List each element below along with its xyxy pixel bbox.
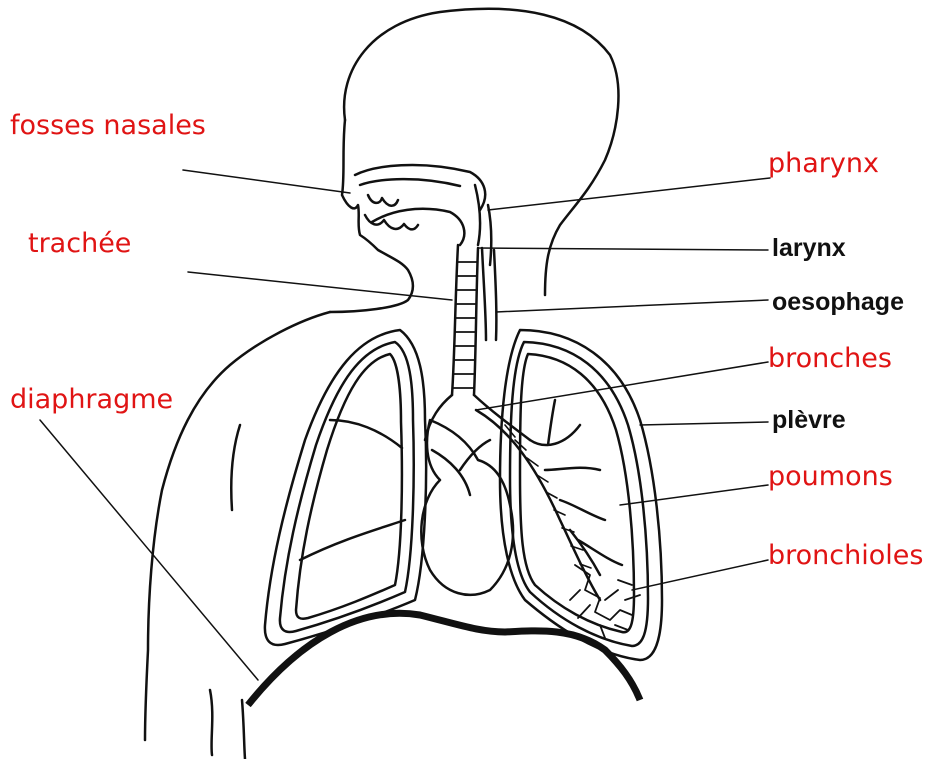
face-profile bbox=[330, 120, 413, 312]
leader-larynx bbox=[478, 248, 768, 250]
label-fosses-nasales: fosses nasales bbox=[10, 112, 206, 139]
leader-pharynx bbox=[488, 178, 770, 210]
leader-oesophage bbox=[496, 300, 768, 312]
bronchus-left bbox=[425, 395, 530, 440]
label-bronchioles: bronchioles bbox=[768, 542, 923, 569]
label-oesophage: oesophage bbox=[772, 290, 904, 315]
label-bronches: bronches bbox=[768, 345, 892, 372]
torso-left-line bbox=[210, 690, 212, 755]
shoulder-left bbox=[145, 312, 330, 740]
leader-plevre bbox=[640, 422, 768, 425]
arm-inner bbox=[231, 425, 240, 510]
label-pharynx: pharynx bbox=[768, 150, 879, 177]
lung-left-outer bbox=[500, 330, 662, 660]
label-diaphragme: diaphragme bbox=[10, 386, 173, 413]
trachea-wall-left bbox=[452, 245, 458, 395]
bronchus-right-tree bbox=[476, 400, 622, 600]
heart-vessels bbox=[432, 440, 490, 495]
label-plevre: plèvre bbox=[772, 408, 846, 433]
leader-fosses-nasales bbox=[183, 170, 350, 193]
lung-right-middle bbox=[280, 342, 414, 632]
lung-right-inner bbox=[296, 354, 402, 619]
leader-bronches bbox=[476, 362, 768, 410]
trachea-wall-right bbox=[474, 248, 478, 395]
nasal-cavity-floor bbox=[360, 179, 460, 186]
label-poumons: poumons bbox=[768, 463, 893, 490]
torso-left-line-2 bbox=[242, 700, 245, 759]
leader-bronchioles bbox=[632, 560, 768, 590]
label-trachee: trachée bbox=[28, 230, 131, 257]
label-larynx: larynx bbox=[772, 236, 846, 261]
